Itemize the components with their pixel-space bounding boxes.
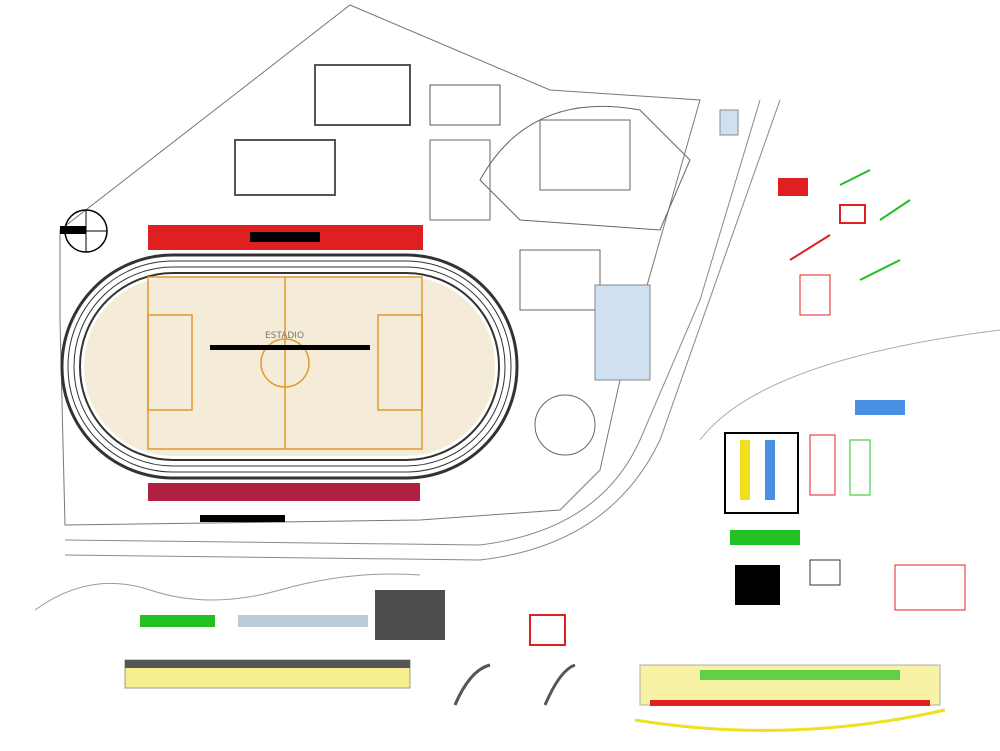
sports-complex-building <box>429 105 691 311</box>
field-infill <box>84 277 495 456</box>
bottom-right-elevation <box>634 664 946 732</box>
gate <box>719 109 739 136</box>
road-edge <box>64 99 781 561</box>
south-stands-block <box>200 515 285 522</box>
north-stands <box>148 225 423 250</box>
terrain-line-right <box>699 329 1000 441</box>
south-stands <box>148 483 420 501</box>
parking <box>594 284 651 381</box>
terrain-line <box>34 573 421 611</box>
soccer-field <box>147 276 423 450</box>
soccer-court <box>314 64 411 126</box>
north-arrow-icon <box>60 209 108 253</box>
stadium-label: ESTADIO <box>265 331 304 341</box>
plaza <box>534 394 596 456</box>
details-group-top <box>778 169 911 316</box>
details-group-middle <box>724 400 966 611</box>
road <box>64 99 761 546</box>
basketball-court <box>234 139 336 196</box>
running-track <box>60 253 519 480</box>
bottom-left-details <box>124 590 576 706</box>
stadium-title-bar <box>210 345 370 350</box>
tennis-court <box>429 84 501 126</box>
